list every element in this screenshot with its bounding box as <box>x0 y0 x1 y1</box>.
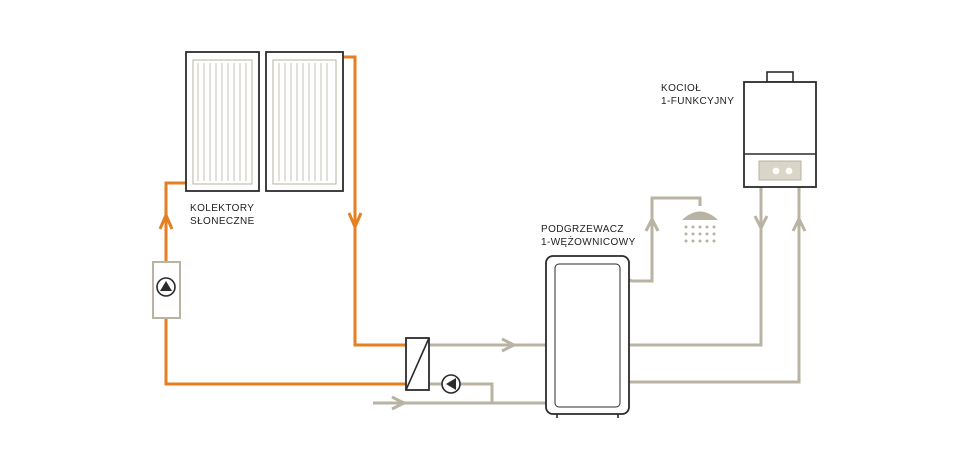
flow-arrow-down <box>753 215 769 232</box>
flow-arrow-right <box>391 395 408 411</box>
heat-exchanger-icon <box>405 337 430 391</box>
tank-label: PODGRZEWACZ 1-WĘŻOWNICOWY <box>541 223 636 249</box>
tank-label-line-2: 1-WĘŻOWNICOWY <box>541 237 636 248</box>
solar-collector-icon <box>265 51 344 192</box>
circulation-pump-icon <box>441 374 461 394</box>
solar-collector-icon <box>185 51 260 192</box>
water-heater-tank-icon <box>545 255 630 418</box>
boiler-label: KOCIOŁ 1-FUNKCYJNY <box>661 82 734 108</box>
collectors-label-line-2: SŁONECZNE <box>190 216 255 227</box>
shower-head-icon <box>682 196 718 243</box>
boiler-label-line-2: 1-FUNKCYJNY <box>661 96 735 107</box>
boiler-return-pipe <box>606 187 801 384</box>
collectors-label-line-1: KOLEKTORY <box>190 203 255 214</box>
flow-arrow-up <box>791 215 807 232</box>
flow-arrow-right <box>501 337 518 353</box>
tank-label-line-1: PODGRZEWACZ <box>541 224 624 235</box>
exchanger-pump-pipe <box>429 382 494 403</box>
solar-flow-arrow-up <box>158 211 174 230</box>
flow-arrow-up <box>644 215 660 232</box>
collectors-label: KOLEKTORY SŁONECZNE <box>190 202 255 228</box>
solar-collectors <box>185 51 344 192</box>
boiler-supply-pipe <box>606 187 763 347</box>
boiler-label-line-1: KOCIOŁ <box>661 83 702 94</box>
solar-supply-pipe <box>341 55 408 347</box>
solar-flow-arrow-down <box>347 212 363 231</box>
solar-pump <box>152 261 181 319</box>
gas-boiler-icon <box>743 71 817 188</box>
